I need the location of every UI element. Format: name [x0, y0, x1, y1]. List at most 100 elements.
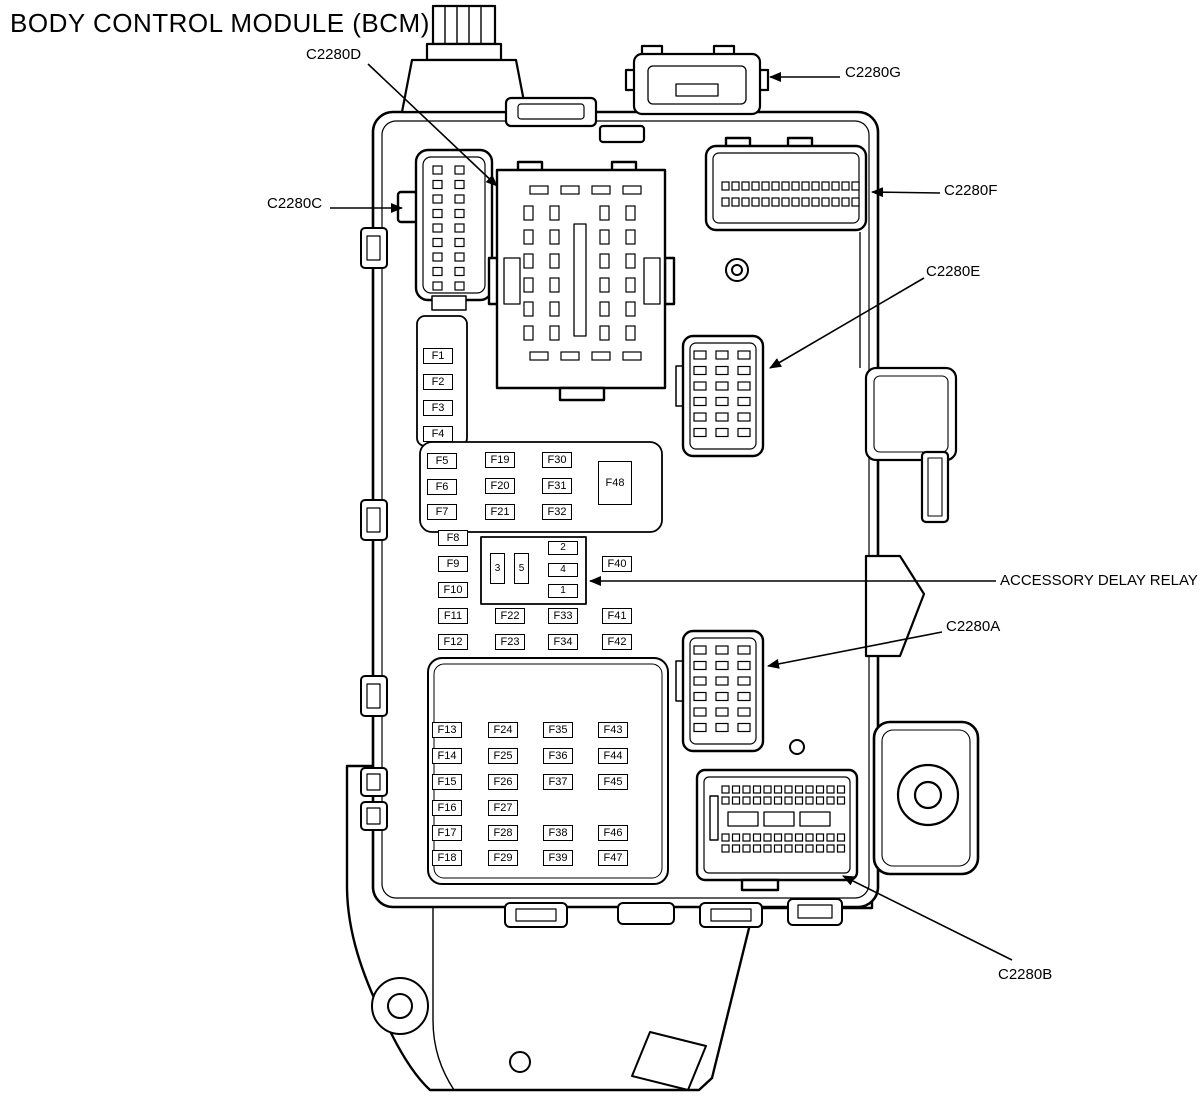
connector-pin	[737, 396, 751, 407]
fuse-f20: F20	[485, 478, 515, 494]
connector-pin	[715, 365, 729, 376]
connector-pin	[836, 844, 846, 853]
connector-pin	[549, 277, 560, 293]
connector-pin	[721, 197, 730, 207]
callout-c2280d-label: C2280D	[306, 46, 362, 63]
callout-c2280a-label: C2280A	[946, 618, 1001, 635]
connector-pin	[599, 229, 610, 245]
fuse-f23: F23	[495, 634, 525, 650]
fuse-f18: F18	[432, 850, 462, 866]
connector-pin	[752, 844, 762, 853]
connector-pin	[791, 181, 800, 191]
connector-pin	[784, 833, 793, 842]
connector-pin	[737, 645, 751, 655]
fuse-f35: F35	[543, 722, 573, 738]
connector-pin	[693, 707, 707, 717]
connector-pin	[794, 785, 804, 794]
connector-pin	[529, 185, 549, 195]
connector-pin	[625, 277, 636, 293]
connector-pin	[737, 707, 751, 717]
connector-pin	[831, 181, 840, 191]
connector-pin	[549, 229, 560, 245]
connector-pin	[599, 301, 610, 317]
fuse-f28: F28	[488, 825, 518, 841]
connector-pin	[742, 833, 751, 842]
connector-pin	[784, 796, 793, 805]
connector-pin	[622, 351, 642, 361]
connector-pin	[715, 427, 729, 438]
connector-pin	[763, 796, 772, 805]
connector-pin	[791, 197, 800, 207]
connector-pin	[763, 785, 772, 794]
connector-pin	[599, 205, 610, 221]
small-hole-bottom	[509, 1051, 531, 1073]
top-plug	[400, 4, 646, 144]
page-title: BODY CONTROL MODULE (BCM)	[10, 8, 430, 38]
connector-pin	[693, 660, 707, 671]
connector-pin	[805, 844, 814, 853]
connector-pin	[693, 427, 707, 438]
connector-pin	[693, 676, 707, 686]
fuse-f41: F41	[602, 608, 632, 624]
relay-pin-4: 4	[548, 563, 578, 577]
connector-pin	[815, 785, 825, 794]
connector-pin	[693, 722, 707, 733]
connector-pin	[751, 197, 760, 207]
connector-pin	[523, 325, 534, 341]
connector-pin	[693, 691, 707, 702]
bracket-details	[371, 908, 707, 1091]
fuse-f27: F27	[488, 800, 518, 816]
callout-accessory-delay-relay-label: ACCESSORY DELAY RELAY	[1000, 572, 1198, 589]
connector-pin	[693, 365, 707, 376]
connector-pin	[815, 833, 825, 842]
connector-pin	[523, 253, 534, 269]
connector-pin	[454, 252, 465, 262]
connector-pin	[715, 722, 729, 733]
connector-pin	[781, 181, 790, 191]
connector-pin	[773, 796, 783, 805]
fuse-f5: F5	[427, 453, 457, 469]
connector-pin	[529, 351, 549, 361]
connector-pin	[599, 325, 610, 341]
connector-pin	[811, 181, 820, 191]
connector-pin	[432, 179, 443, 190]
fuse-f7: F7	[427, 504, 457, 520]
connector-pin	[752, 796, 762, 805]
connector-pin	[693, 381, 707, 391]
callout-c2280a-arrow	[767, 631, 943, 669]
fuse-f39: F39	[543, 850, 573, 866]
connector-pin	[761, 197, 770, 207]
connector-pin	[773, 844, 783, 853]
fuse-f30: F30	[542, 452, 572, 468]
connector-pin	[549, 301, 560, 317]
connector-pin	[432, 208, 443, 219]
connector-pin	[560, 185, 580, 195]
connector-pin	[731, 844, 741, 853]
connector-pin	[454, 179, 465, 190]
connector-pin	[721, 181, 730, 191]
fuse-f34: F34	[548, 634, 578, 650]
connector-pin	[721, 833, 730, 842]
screw-holes	[725, 258, 805, 755]
connector-pin	[836, 796, 846, 805]
connector-pin	[591, 185, 611, 195]
connector-pin	[721, 844, 730, 853]
callout-c2280b-label: C2280B	[998, 966, 1053, 983]
fuse-f45: F45	[598, 774, 628, 790]
fuse-f14: F14	[432, 748, 462, 764]
fuse-f32: F32	[542, 504, 572, 520]
connector-pin	[625, 205, 636, 221]
right-side-features	[864, 366, 980, 876]
connector-pin	[432, 252, 443, 262]
connector-pin	[771, 181, 780, 191]
connector-pin	[742, 796, 751, 805]
callout-c2280e-label: C2280E	[926, 263, 981, 280]
connector-pin	[826, 833, 835, 842]
connector-pin	[432, 223, 443, 233]
connector-pin	[625, 253, 636, 269]
connector-pin	[715, 381, 729, 391]
connector-pin	[715, 660, 729, 671]
connector-pin	[731, 796, 741, 805]
connector-pin	[454, 237, 465, 248]
